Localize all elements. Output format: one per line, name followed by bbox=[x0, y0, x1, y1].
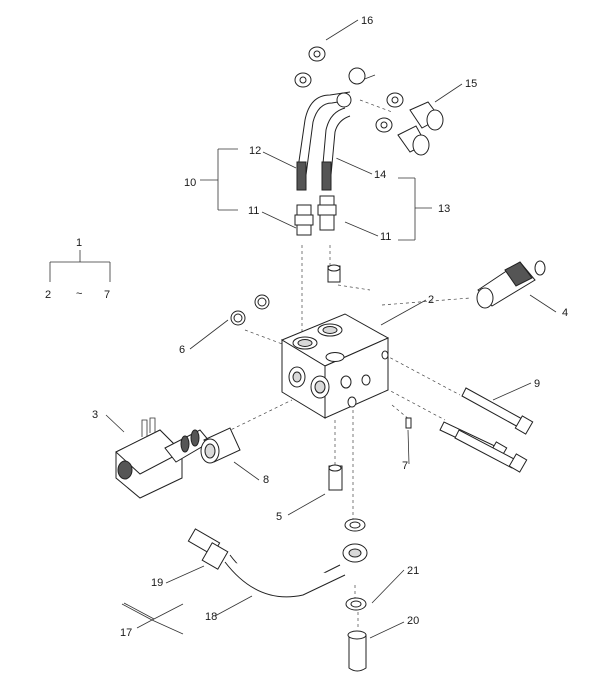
cartridge-valve-4 bbox=[476, 260, 546, 309]
callout-12: 12 bbox=[249, 145, 261, 157]
solenoid-coil-3 bbox=[115, 417, 211, 499]
callout-6: 6 bbox=[179, 344, 185, 356]
callout-10: 10 bbox=[184, 177, 196, 189]
callout-21: 21 bbox=[407, 565, 419, 577]
callout-4: 4 bbox=[562, 307, 568, 319]
fitting-5 bbox=[328, 464, 343, 491]
callout-14: 14 bbox=[374, 169, 386, 181]
leader-lines bbox=[49, 19, 557, 639]
washers-16 bbox=[294, 46, 404, 133]
callout-7: 7 bbox=[402, 460, 408, 472]
callout-19: 19 bbox=[151, 577, 163, 589]
banjo-bolts-15 bbox=[397, 101, 444, 156]
callout-2-range-start: 2 bbox=[45, 289, 51, 301]
o-rings-6 bbox=[230, 294, 270, 326]
callout-16: 16 bbox=[361, 15, 373, 27]
callout-11-left: 11 bbox=[248, 205, 259, 217]
callout-13: 13 bbox=[438, 203, 450, 215]
plug bbox=[327, 264, 341, 283]
banjo-bolt-20 bbox=[347, 630, 367, 672]
callout-2: 2 bbox=[428, 294, 434, 306]
callout-3: 3 bbox=[92, 409, 98, 421]
pin-7 bbox=[405, 417, 412, 429]
valve-block bbox=[280, 313, 390, 419]
hose-assembly-17 bbox=[187, 518, 368, 598]
washer-21 bbox=[345, 597, 367, 611]
callout-1: 1 bbox=[76, 237, 82, 249]
callout-8: 8 bbox=[263, 474, 269, 486]
callout-range-tilde: ~ bbox=[76, 288, 82, 300]
callout-7-range-end: 7 bbox=[104, 289, 110, 301]
callout-20: 20 bbox=[407, 615, 419, 627]
nut-8 bbox=[200, 427, 241, 464]
callout-17: 17 bbox=[120, 627, 132, 639]
callout-5: 5 bbox=[276, 511, 282, 523]
bolts-9 bbox=[439, 387, 534, 473]
callout-labels: 1 2 ~ 7 2 3 4 5 6 7 8 9 10 11 11 12 13 1… bbox=[45, 15, 568, 639]
pipe-assembly-10-13 bbox=[294, 67, 366, 236]
callout-15: 15 bbox=[465, 78, 477, 90]
callout-18: 18 bbox=[205, 611, 217, 623]
callout-9: 9 bbox=[534, 378, 540, 390]
callout-11-right: 11 bbox=[380, 231, 391, 243]
